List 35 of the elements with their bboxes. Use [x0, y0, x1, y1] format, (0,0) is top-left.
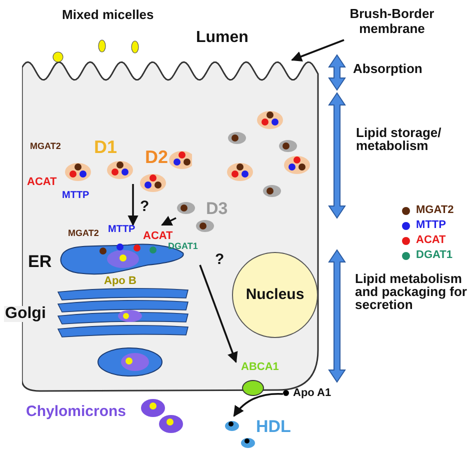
organelle-label: Nucleus — [246, 284, 304, 305]
edge-label: ? — [139, 199, 150, 214]
legend-label: ACAT — [416, 235, 446, 246]
annotation-label: Lumen — [196, 30, 248, 46]
legend-label: MTTP — [416, 220, 446, 231]
protein-label: Apo B — [104, 276, 136, 287]
edge-label: ? — [214, 252, 226, 267]
legend-label: DGAT1 — [416, 250, 452, 261]
particle-label: HDL — [256, 418, 291, 435]
enzyme-label: MGAT2 — [68, 229, 99, 238]
enzyme-label: MGAT2 — [30, 142, 61, 151]
stage-label: Lipid metabolism and packaging for secretion — [355, 272, 468, 311]
annotation-label: Brush-Border membrane — [348, 6, 436, 36]
droplet-label: D1 — [94, 138, 118, 156]
particle-label: Chylomicrons — [26, 404, 126, 419]
enzyme-label: MTTP — [62, 191, 90, 201]
legend-label: MGAT2 — [416, 205, 454, 216]
droplet-label: D3 — [206, 200, 228, 217]
arrow — [161, 216, 176, 226]
protein-label: Apo A1 — [293, 388, 332, 399]
organelle-label: ER — [28, 253, 52, 270]
stage-label: Lipid storage/ metabolism — [356, 126, 442, 152]
arrow — [199, 264, 238, 364]
annotation-label: Mixed micelles — [62, 8, 154, 21]
transporter-label: ABCA1 — [241, 362, 279, 373]
enzyme-label: ACAT — [27, 177, 57, 188]
enzyme-label: ACAT — [143, 231, 173, 242]
organelle-label: Golgi — [4, 306, 47, 322]
droplet-label: D2 — [145, 148, 168, 166]
arrow — [128, 184, 138, 226]
enzyme-label: DGAT1 — [168, 242, 198, 251]
arrow — [291, 39, 344, 62]
stage-label: Absorption — [353, 62, 422, 75]
arrow — [233, 392, 284, 417]
enzyme-label: MTTP — [108, 225, 136, 235]
